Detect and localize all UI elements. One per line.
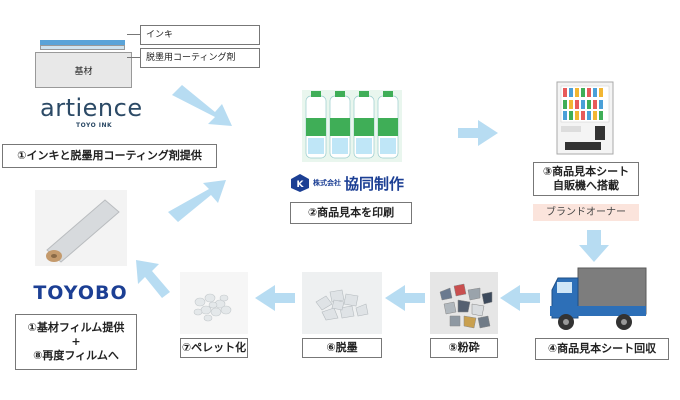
step8-label: ⑧再度フィルムへ xyxy=(33,349,119,362)
step2-label: ②商品見本を印刷 xyxy=(307,206,395,219)
arrow-pellet-to-film xyxy=(136,260,170,298)
step7-box: ⑦ペレット化 xyxy=(180,338,248,358)
truck-image xyxy=(548,262,648,334)
film-roll-illustration xyxy=(35,190,127,266)
truck-illustration xyxy=(550,267,647,330)
step1-ink-box: ①インキと脱墨用コーティング剤提供 xyxy=(2,144,217,168)
vending-machine-image xyxy=(555,80,615,156)
bottle-samples-image xyxy=(300,88,404,164)
film-roll-image xyxy=(35,190,127,266)
ink-connector xyxy=(127,34,141,35)
step1-film-box: ①基材フィルム提供 + ⑧再度フィルムへ xyxy=(15,314,137,370)
kyodo-mark-icon: K xyxy=(291,174,309,192)
crushed-illustration xyxy=(430,272,498,334)
deinked-illustration xyxy=(302,272,382,334)
substrate-label: 基材 xyxy=(74,66,93,77)
step3-label-line2: 自販機へ搭載 xyxy=(553,179,619,192)
step5-box: ⑤粉砕 xyxy=(430,338,498,358)
arrow-deink-to-pellet xyxy=(255,285,295,311)
step7-label: ⑦ペレット化 xyxy=(181,341,247,354)
crushed-flakes-image xyxy=(430,272,498,334)
kyodo-prefix: 株式会社 xyxy=(313,179,341,187)
pellets-image xyxy=(180,272,248,334)
ink-label-box: インキ xyxy=(140,25,260,45)
layer-diagram: 基材 xyxy=(35,38,135,90)
arrow-film-to-print xyxy=(168,180,226,222)
step3-label-line1: ③商品見本シート xyxy=(542,165,630,178)
arrow-print-to-vending xyxy=(458,120,498,146)
coating-label-box: 脱墨用コーティング剤 xyxy=(140,48,260,68)
step1-ink-label: ①インキと脱墨用コーティング剤提供 xyxy=(17,149,202,162)
pellets-illustration xyxy=(180,272,248,334)
artience-logo-text: artience xyxy=(40,94,143,122)
step4-box: ④商品見本シート回収 xyxy=(535,338,669,360)
ink-layer xyxy=(40,40,125,45)
arrow-vending-to-truck xyxy=(579,230,609,262)
step1-film-plus: + xyxy=(71,335,81,348)
brand-owner-tag: ブランドオーナー xyxy=(533,204,639,221)
arrow-truck-to-crush xyxy=(500,285,540,311)
coating-label: 脱墨用コーティング剤 xyxy=(146,53,236,63)
step6-label: ⑥脱墨 xyxy=(326,341,358,354)
coating-connector xyxy=(127,57,141,58)
kyodo-name: 協同制作 xyxy=(344,174,405,193)
substrate-block: 基材 xyxy=(35,52,132,88)
svg-text:K: K xyxy=(297,180,305,190)
step4-label: ④商品見本シート回収 xyxy=(547,342,657,355)
deinked-flakes-image xyxy=(302,272,382,334)
coating-layer xyxy=(40,45,125,50)
step1-film-label: ①基材フィルム提供 xyxy=(27,321,125,334)
step3-box: ③商品見本シート 自販機へ搭載 xyxy=(533,162,639,196)
artience-logo: artience TOYO INK xyxy=(40,94,143,129)
step2-box: ②商品見本を印刷 xyxy=(290,202,412,224)
vending-machine-illustration xyxy=(556,81,614,155)
step5-label: ⑤粉砕 xyxy=(448,341,480,354)
bottles-illustration xyxy=(302,90,402,162)
toyobo-logo: TOYOBO xyxy=(33,282,128,304)
arrow-crush-to-deink xyxy=(385,285,425,311)
ink-label: インキ xyxy=(146,30,174,40)
toyo-ink-subtext: TOYO INK xyxy=(76,122,113,129)
step6-box: ⑥脱墨 xyxy=(302,338,382,358)
arrow-ink-to-print xyxy=(172,85,232,126)
kyodo-logo: K 株式会社 協同制作 xyxy=(290,172,415,194)
